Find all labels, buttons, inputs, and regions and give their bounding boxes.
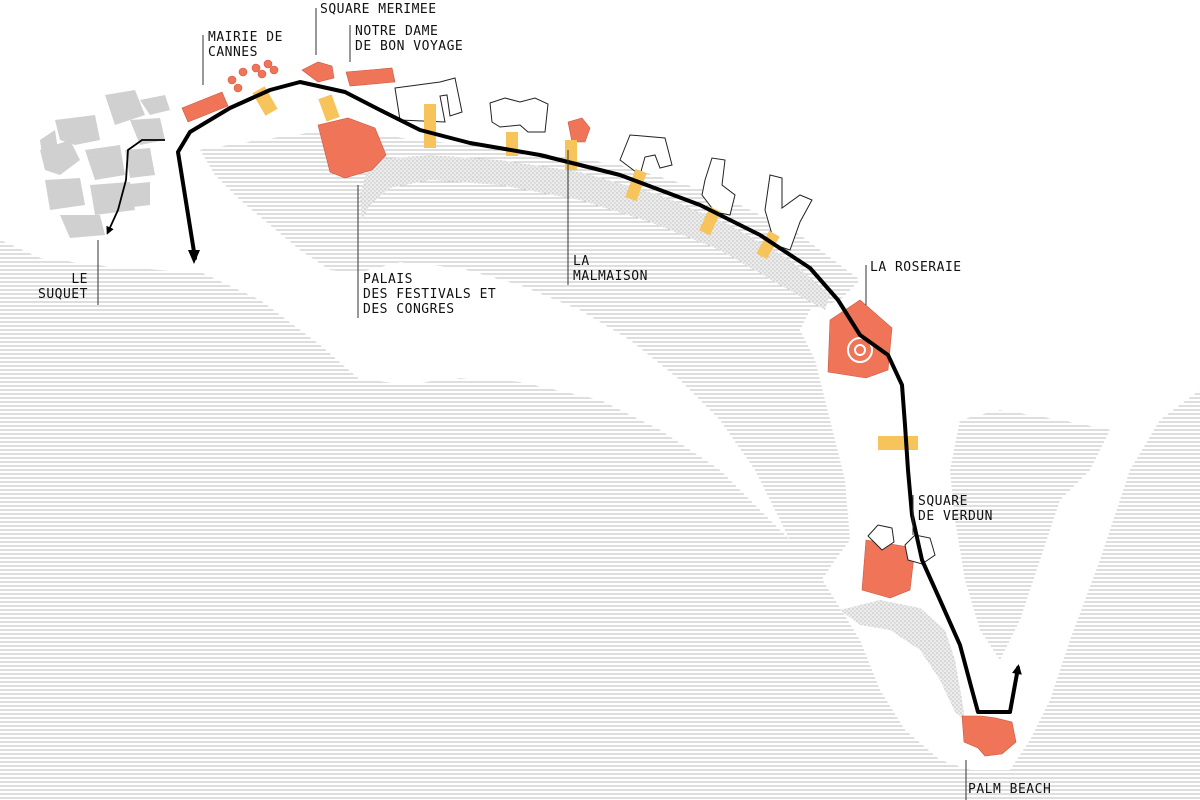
- mairie-circle-6: [257, 69, 267, 79]
- crossing-3: [424, 104, 436, 148]
- label-le-suquet-line-1: LE: [71, 272, 88, 287]
- sea-upper: [200, 130, 860, 590]
- mairie-circle-5: [233, 83, 243, 93]
- label-malmaison-line-2: MALMAISON: [573, 269, 648, 284]
- label-notre-dame: NOTRE DAME DE BON VOYAGE: [355, 24, 463, 54]
- label-palm-beach: PALM BEACH: [968, 782, 1051, 797]
- label-malmaison-line-1: LA: [573, 254, 590, 269]
- route-branch: [106, 139, 165, 235]
- beach-croisette: [360, 155, 830, 310]
- label-palm-beach-line-1: PALM BEACH: [968, 782, 1052, 797]
- sea-east: [950, 410, 1110, 660]
- label-palais-line-2: DES FESTIVALS ET: [363, 287, 497, 302]
- label-palais-line-1: PALAIS: [363, 272, 413, 287]
- palais-shape: [317, 117, 387, 179]
- crossing-2: [318, 94, 340, 122]
- crossing-8: [756, 230, 780, 260]
- label-square-merimee: SQUARE MERIMEE: [320, 2, 437, 17]
- label-palais-line-3: DES CONGRES: [363, 302, 455, 317]
- label-roseraie-line-1: LA ROSERAIE: [870, 260, 962, 275]
- sea: [0, 240, 1200, 800]
- hotel-outlines: [394, 77, 813, 251]
- label-verdun-line-1: SQUARE: [918, 494, 968, 509]
- label-mairie-line-1: MAIRIE DE: [208, 30, 283, 45]
- mairie-circle-7: [269, 65, 279, 75]
- beach-pointe: [840, 600, 965, 720]
- mairie-circle-1: [227, 75, 237, 85]
- arrow-suquet-main: [188, 250, 200, 264]
- mairie-circle-4: [263, 59, 273, 69]
- crossing-6: [625, 168, 647, 202]
- leader-lines: [97, 8, 967, 800]
- route-main: [176, 80, 1022, 714]
- old-town-blocks: [40, 90, 170, 238]
- label-mairie: MAIRIE DE CANNES: [208, 30, 283, 60]
- label-le-suquet: LE SUQUET: [38, 272, 88, 302]
- label-le-suquet-line-2: SUQUET: [38, 287, 88, 302]
- mairie-building: [181, 91, 229, 123]
- label-palais: PALAIS DES FESTIVALS ET DES CONGRES: [363, 272, 496, 317]
- palm-beach-shape: [961, 715, 1017, 757]
- roseraie-detail: [847, 337, 873, 363]
- route: [176, 80, 1022, 714]
- label-mairie-line-2: CANNES: [208, 45, 258, 60]
- label-square-merimee-line-1: SQUARE MERIMEE: [320, 2, 437, 17]
- label-notre-dame-line-1: NOTRE DAME: [355, 24, 439, 39]
- label-malmaison: LA MALMAISON: [573, 254, 648, 284]
- label-roseraie: LA ROSERAIE: [870, 260, 962, 275]
- crossing-9: [878, 436, 918, 450]
- notre-dame-shape: [345, 67, 396, 87]
- malmaison-shape: [567, 117, 591, 143]
- label-verdun: SQUARE DE VERDUN: [918, 494, 993, 524]
- mairie-circle-2: [238, 67, 248, 77]
- mairie-circle-3: [251, 63, 261, 73]
- label-notre-dame-line-2: DE BON VOYAGE: [355, 39, 464, 54]
- landmarks: [181, 59, 1017, 757]
- square-merimee-shape: [301, 61, 335, 83]
- label-verdun-line-2: DE VERDUN: [918, 509, 993, 524]
